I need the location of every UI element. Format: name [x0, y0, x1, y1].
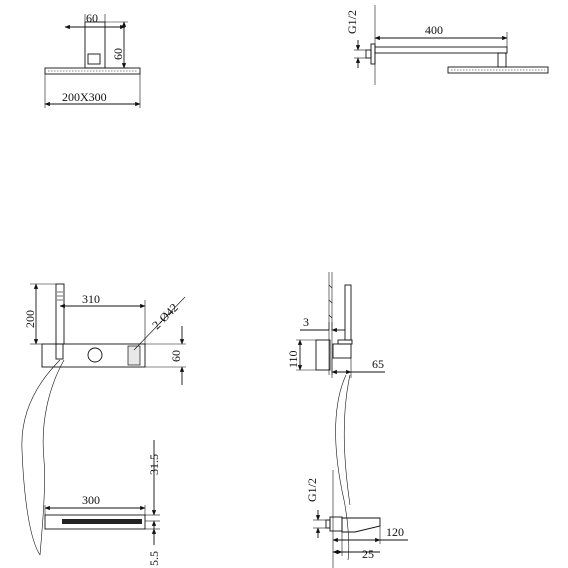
- dim-height-110: 110: [286, 350, 300, 368]
- dim-length-120: 120: [386, 525, 404, 539]
- side-valve-body: [315, 339, 331, 371]
- shower-arm: [374, 46, 508, 54]
- hose-outlet: [55, 343, 64, 360]
- rain-head-side-view: G1/2 400: [345, 5, 549, 85]
- dim-projection-65: 65: [372, 357, 384, 371]
- dim-top-31-5: 31.5: [147, 454, 161, 475]
- spout-side-view: G1/2 120 25: [305, 470, 408, 568]
- control-knob-2: [127, 345, 141, 366]
- dim-depth-25: 25: [362, 547, 374, 561]
- dim-height-200: 200: [23, 310, 37, 328]
- dim-bottom-5-5: 5.5: [147, 551, 161, 566]
- spout-side-flange: [325, 519, 331, 529]
- dim-width-300: 300: [82, 493, 100, 507]
- dim-thread-g12-spout: G1/2: [305, 478, 319, 502]
- spout-outlet: [62, 519, 142, 524]
- dim-arm-400: 400: [425, 23, 443, 37]
- spout-side-lip: [341, 517, 381, 533]
- dim-holes-2x42: 2-Ø42: [149, 301, 181, 333]
- side-shower-head: [447, 66, 549, 74]
- control-knob-1: [87, 347, 103, 363]
- dim-width-60: 60: [86, 11, 98, 25]
- side-valve-cap: [337, 339, 353, 345]
- rain-head-top-view: 60 60 200X300: [44, 11, 141, 108]
- dim-panel-height-60: 60: [169, 350, 183, 362]
- panel-front-view: 200 310 2-Ø42 60: [21, 283, 186, 556]
- side-panel-front: [344, 284, 352, 341]
- dim-thread-g12: G1/2: [345, 10, 359, 34]
- wall-plate: [370, 43, 376, 65]
- spout-body: [44, 514, 146, 530]
- spout-side-body: [329, 516, 343, 532]
- arm-drop: [497, 52, 507, 68]
- hand-shower-holder: [55, 283, 65, 345]
- side-valve-knob: [332, 343, 352, 359]
- panel-side-view: 3 110 65: [286, 272, 385, 561]
- dim-width-310: 310: [82, 292, 100, 306]
- arm-connector: [87, 53, 101, 65]
- dim-size-200x300: 200X300: [62, 90, 107, 104]
- dim-height-60: 60: [111, 48, 125, 60]
- wall-flange: [365, 49, 372, 59]
- thermostatic-panel: [41, 343, 146, 368]
- shower-head-plate: [44, 67, 141, 75]
- dim-depth-3: 3: [303, 315, 309, 329]
- spout-front-view: 300 31.5 5.5: [44, 440, 161, 566]
